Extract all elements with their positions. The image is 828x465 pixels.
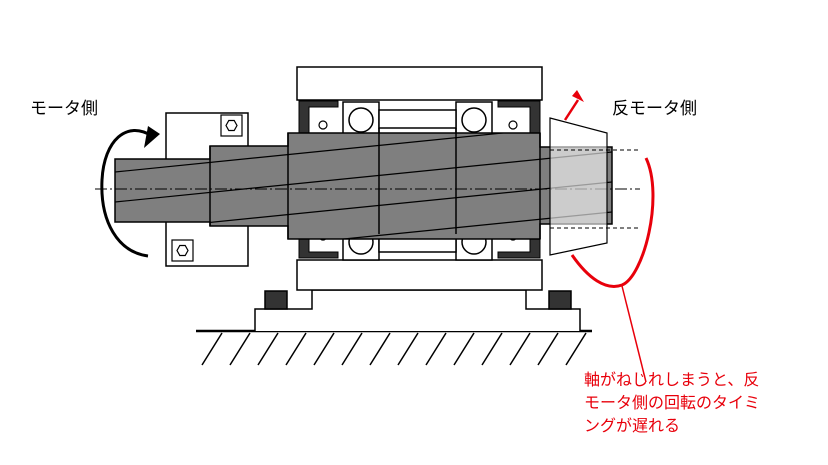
label-motor-side: モータ側 [30,99,98,119]
ground [196,329,592,366]
bolt-icon [171,239,194,262]
housing [296,66,543,291]
rotation-arrow-icon [100,126,160,258]
note-line: 軸がねじれしまうと、反 [584,370,760,389]
delay-note: 軸がねじれしまうと、反 モータ側の回転のタイミ ングが遅れる [584,368,814,437]
ideal-cone [549,117,640,256]
base [254,289,581,331]
hatch-ground-icon [201,332,587,366]
label-anti-motor-side: 反モータ側 [612,99,697,119]
note-leader [621,285,647,383]
delay-arrow-icon [563,99,655,288]
note-line: モータ側の回転のタイミ [584,393,761,412]
bolt-icon [220,114,243,137]
note-line: ングが遅れる [584,416,681,435]
delay-arrow-head [572,90,584,102]
